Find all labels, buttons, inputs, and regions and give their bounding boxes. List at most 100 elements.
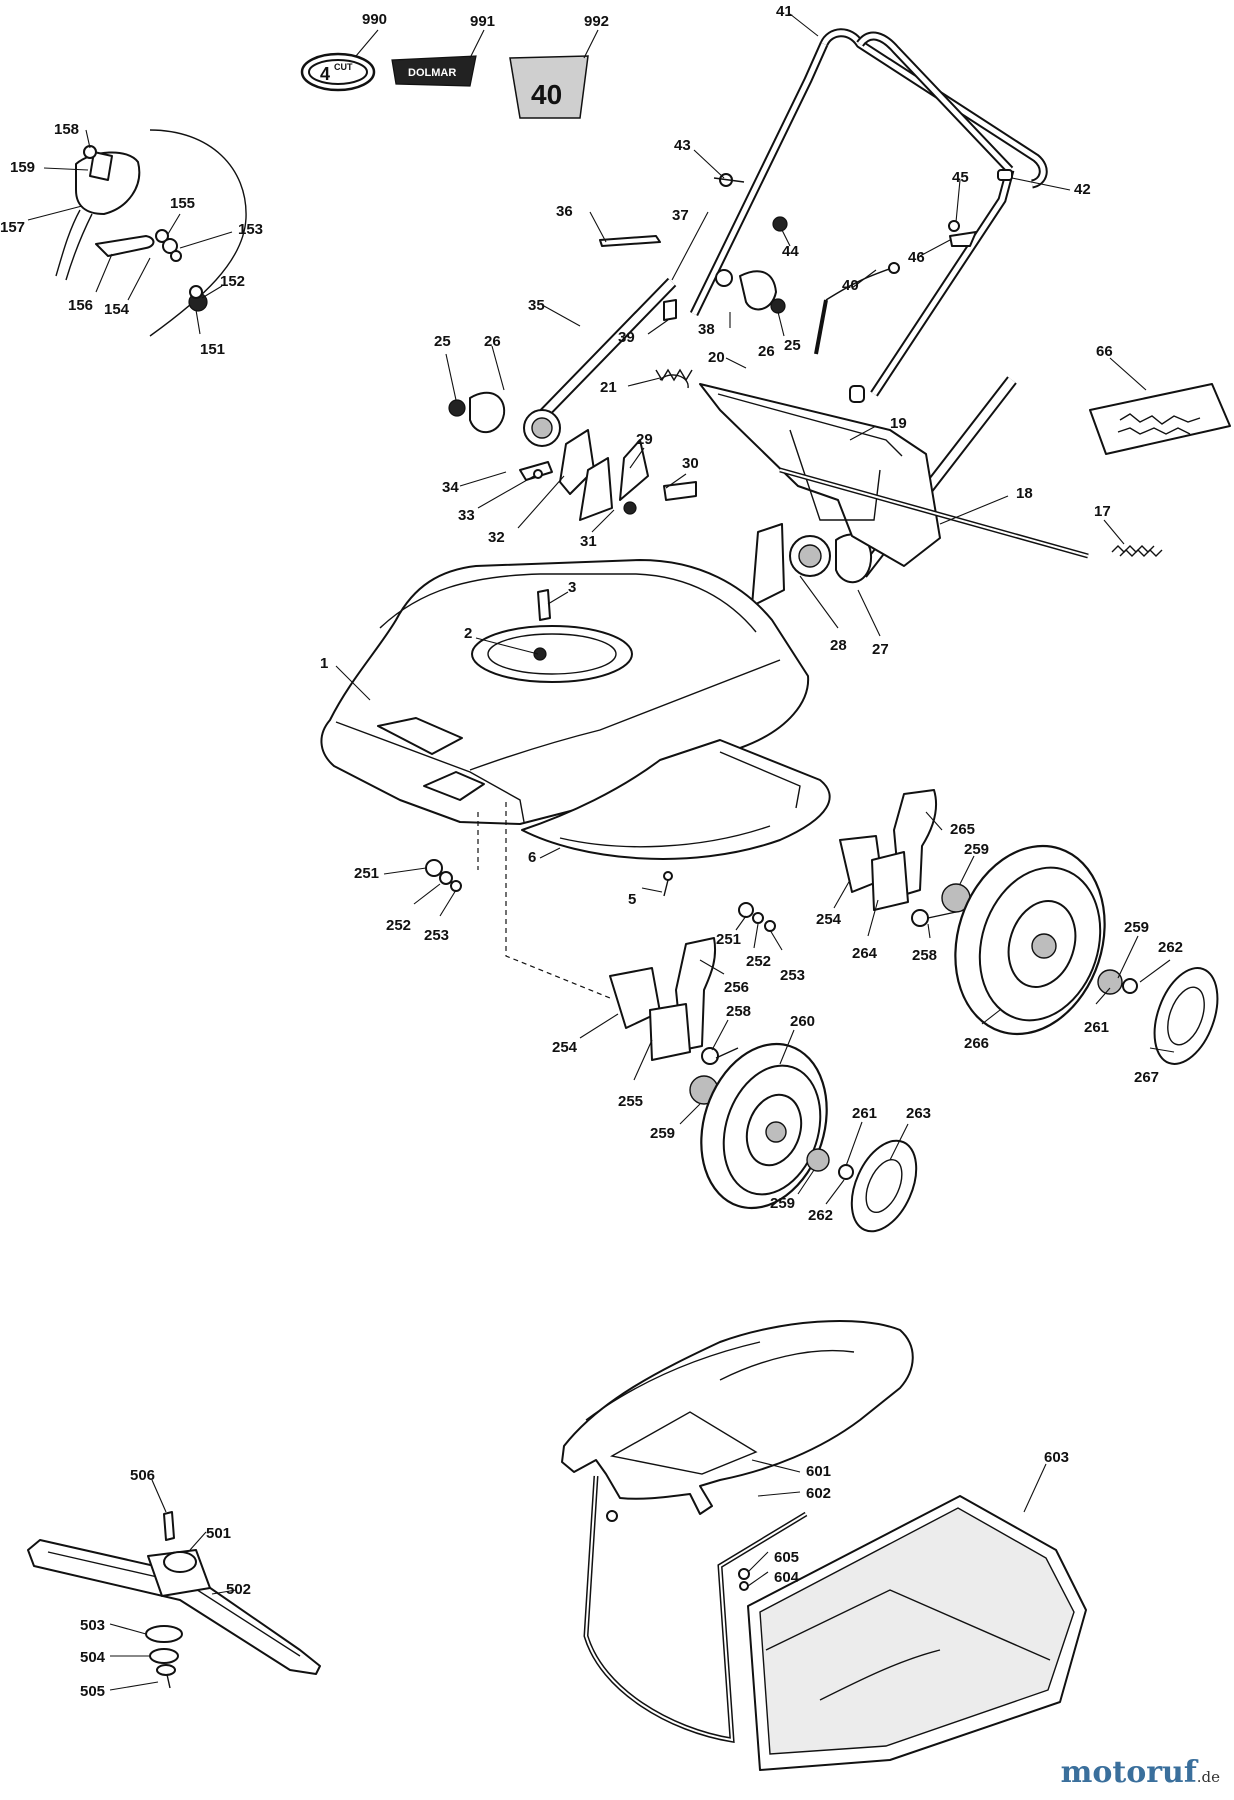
grass-bag-frame-602 bbox=[583, 1475, 808, 1743]
callout-label: 259 bbox=[650, 1125, 675, 1142]
callout-label: 506 bbox=[130, 1467, 155, 1484]
callout-label: 254 bbox=[552, 1039, 578, 1056]
callout-label: 26 bbox=[758, 343, 775, 360]
callout-label: 152 bbox=[220, 273, 245, 290]
parts-bag-66 bbox=[1089, 383, 1231, 455]
callout-label: 258 bbox=[912, 947, 937, 964]
callout-label: 253 bbox=[424, 927, 449, 944]
control-lever-inset bbox=[55, 129, 247, 337]
callout-label: 25 bbox=[434, 333, 451, 350]
callout-label: 33 bbox=[458, 507, 475, 524]
callout-label: 990 bbox=[362, 11, 387, 28]
watermark-domain: .de bbox=[1196, 1768, 1220, 1786]
callout-label: 601 bbox=[806, 1463, 831, 1480]
callout-label: 6 bbox=[528, 849, 536, 866]
spring-17 bbox=[1111, 545, 1163, 557]
callout-label: 26 bbox=[484, 333, 501, 350]
callout-label: 44 bbox=[782, 243, 799, 260]
callout-label: 66 bbox=[1096, 343, 1113, 360]
callout-label: 2 bbox=[464, 625, 472, 642]
badge-size-text: 40 bbox=[531, 79, 562, 110]
callout-label: 155 bbox=[170, 195, 195, 212]
callout-label: 259 bbox=[964, 841, 989, 858]
callout-label: 602 bbox=[806, 1485, 831, 1502]
callout-label: 27 bbox=[872, 641, 889, 658]
blade-assembly bbox=[27, 1511, 321, 1689]
callout-label: 991 bbox=[470, 13, 495, 30]
callout-label: 25 bbox=[784, 337, 801, 354]
callout-label: 156 bbox=[68, 297, 93, 314]
callout-label: 153 bbox=[238, 221, 263, 238]
watermark-logo: motoruf.de bbox=[1061, 1755, 1220, 1790]
callout-label: 603 bbox=[1044, 1449, 1069, 1466]
callout-label: 45 bbox=[952, 169, 969, 186]
callout-label: 46 bbox=[908, 249, 925, 266]
callout-label: 1 bbox=[320, 655, 328, 672]
callout-label: 3 bbox=[568, 579, 576, 596]
callout-label: 264 bbox=[852, 945, 878, 962]
callout-label: 37 bbox=[672, 207, 689, 224]
callout-label: 261 bbox=[852, 1105, 877, 1122]
handle-upper bbox=[689, 28, 1048, 397]
callout-label: 20 bbox=[708, 349, 725, 366]
callout-label: 41 bbox=[776, 3, 793, 20]
callout-label: 18 bbox=[1016, 485, 1033, 502]
callout-label: 504 bbox=[80, 1649, 106, 1666]
height-adjust-left bbox=[448, 391, 697, 521]
height-adjust-right bbox=[751, 523, 873, 607]
callout-label: 40 bbox=[842, 277, 859, 294]
callout-label: 258 bbox=[726, 1003, 751, 1020]
callout-label: 263 bbox=[906, 1105, 931, 1122]
callout-label: 254 bbox=[816, 911, 842, 928]
callout-label: 501 bbox=[206, 1525, 231, 1542]
callout-label: 252 bbox=[746, 953, 771, 970]
callout-label: 503 bbox=[80, 1617, 105, 1634]
callout-label: 42 bbox=[1074, 181, 1091, 198]
callout-labels: 990 991 992 41 42 43 44 45 46 36 37 40 3… bbox=[0, 3, 1183, 1700]
fasteners bbox=[425, 802, 776, 999]
callout-label: 255 bbox=[618, 1093, 643, 1110]
callout-label: 261 bbox=[1084, 1019, 1109, 1036]
wheel-assembly-rear-right bbox=[839, 789, 1219, 1065]
callout-label: 605 bbox=[774, 1549, 799, 1566]
callout-label: 151 bbox=[200, 341, 225, 358]
callout-label: 29 bbox=[636, 431, 653, 448]
callout-label: 19 bbox=[890, 415, 907, 432]
badge-brand-text: DOLMAR bbox=[408, 67, 456, 79]
brand-badge-991: DOLMAR bbox=[391, 55, 477, 87]
callout-label: 260 bbox=[790, 1013, 815, 1030]
callout-label: 251 bbox=[716, 931, 741, 948]
callout-label: 267 bbox=[1134, 1069, 1159, 1086]
badge-cut-number: 4 bbox=[320, 64, 330, 84]
callout-label: 43 bbox=[674, 137, 691, 154]
rear-axle-18 bbox=[779, 467, 1089, 559]
watermark-name: motoruf bbox=[1060, 1755, 1197, 1790]
callout-label: 505 bbox=[80, 1683, 105, 1700]
callout-label: 39 bbox=[618, 329, 635, 346]
callout-label: 28 bbox=[830, 637, 847, 654]
callout-label: 259 bbox=[1124, 919, 1149, 936]
callout-label: 253 bbox=[780, 967, 805, 984]
callout-label: 31 bbox=[580, 533, 597, 550]
callout-label: 34 bbox=[442, 479, 459, 496]
badge-cut-text: CUT bbox=[334, 62, 353, 72]
grass-bag-top-601 bbox=[561, 1320, 914, 1515]
callout-label: 21 bbox=[600, 379, 617, 396]
callout-label: 502 bbox=[226, 1581, 251, 1598]
callout-label: 251 bbox=[354, 865, 379, 882]
wheel-assembly-front-left bbox=[609, 937, 918, 1233]
callout-label: 17 bbox=[1094, 503, 1111, 520]
size-badge-992: 40 bbox=[509, 55, 589, 119]
callout-label: 159 bbox=[10, 159, 35, 176]
callout-label: 266 bbox=[964, 1035, 989, 1052]
callout-label: 32 bbox=[488, 529, 505, 546]
callout-label: 604 bbox=[774, 1569, 800, 1586]
callout-label: 158 bbox=[54, 121, 79, 138]
callout-label: 154 bbox=[104, 301, 130, 318]
callout-label: 157 bbox=[0, 219, 25, 236]
callout-label: 992 bbox=[584, 13, 609, 30]
callout-label: 265 bbox=[950, 821, 975, 838]
callout-label: 5 bbox=[628, 891, 636, 908]
callout-label: 252 bbox=[386, 917, 411, 934]
